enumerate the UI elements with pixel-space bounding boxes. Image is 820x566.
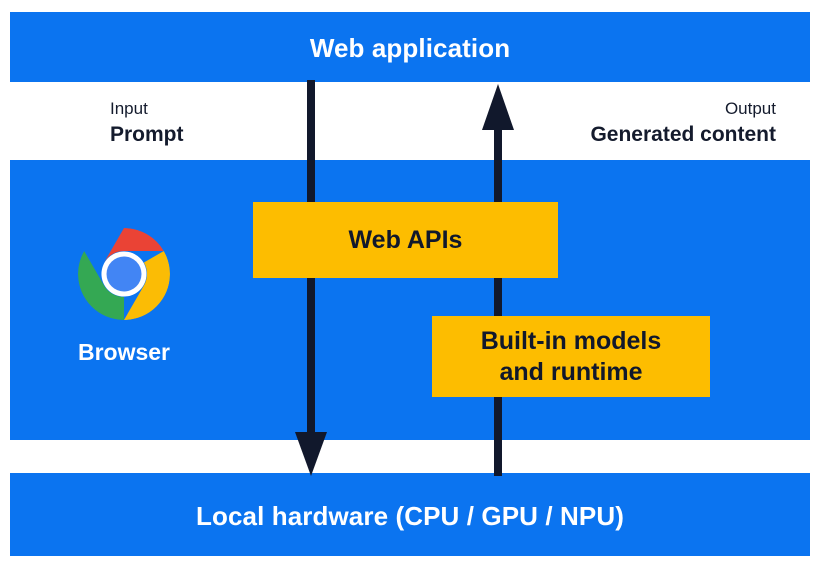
box-web-apis[interactable]: Web APIs [253,202,558,278]
band-local-hardware: Local hardware (CPU / GPU / NPU) [10,473,810,556]
band-web-application-label: Web application [309,33,511,63]
box-web-apis-label: Web APIs [348,225,463,254]
chrome-logo-icon [78,228,170,320]
box-builtin-models-line2: and runtime [499,357,643,386]
flow-label-output: Output Generated content [590,98,776,149]
band-local-hardware-label: Local hardware (CPU / GPU / NPU) [196,501,624,531]
flow-input-kind: Input [110,99,148,118]
flow-output-value: Generated content [590,122,776,146]
band-web-application: Web application [10,12,810,82]
arrow-down-icon [295,80,327,476]
box-builtin-models[interactable]: Built-in models and runtime [432,316,710,397]
arrow-up-icon [482,84,514,476]
band-browser-label: Browser [77,339,171,365]
box-builtin-models-label: Built-in models and runtime [473,326,670,387]
flow-input-value: Prompt [110,122,184,146]
box-builtin-models-line1: Built-in models [480,327,662,355]
flow-label-input: Input Prompt [110,98,184,149]
flow-output-kind: Output [724,99,776,118]
